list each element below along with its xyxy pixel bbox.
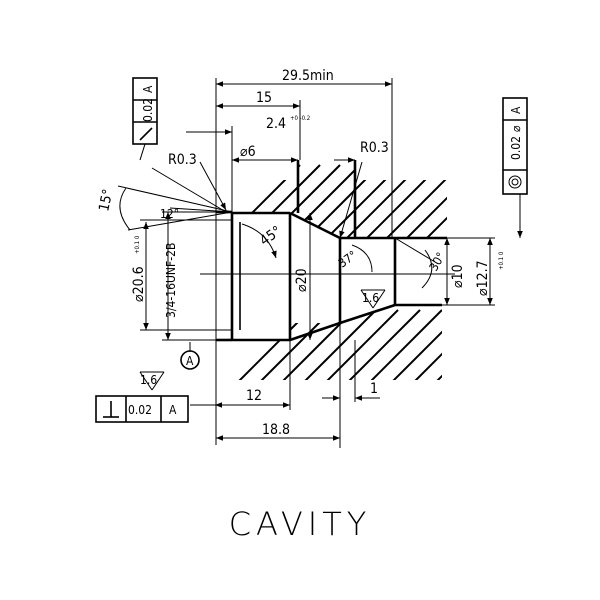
dim-dia-12-7-tolerance: +0.1 0 xyxy=(498,251,505,270)
dim-18-8: 18.8 xyxy=(262,422,290,438)
concentricity-icon xyxy=(508,175,522,189)
dim-angle-30: 30° xyxy=(426,250,448,274)
dim-dia-12-7: ⌀12.7 xyxy=(475,260,491,296)
drawing-caption: CAVITY xyxy=(228,505,372,543)
dim-dia-20-6-tolerance: +0.1 0 xyxy=(134,235,141,254)
dim-overall-length: 29.5min xyxy=(282,68,334,84)
tolerance-right-symbol: ⌀ xyxy=(509,126,523,133)
dim-angle-12: 12° xyxy=(160,207,179,221)
tolerance-top-left-symbol xyxy=(139,127,153,141)
dim-15: 15 xyxy=(256,90,272,106)
dim-dia-10: ⌀10 xyxy=(450,264,466,288)
surface-finish-top: 1.6 xyxy=(362,291,379,305)
tolerance-top-left-datum: A xyxy=(141,85,155,93)
surface-finish-bottom: 1.6 xyxy=(140,373,157,387)
tolerance-frame-top-left: A 0.02 xyxy=(132,77,158,161)
tolerance-bottom-value: 0.02 xyxy=(128,403,152,417)
dim-12: 12 xyxy=(246,388,262,404)
datum-a-label: A xyxy=(186,354,194,368)
tolerance-top-left-value: 0.02 xyxy=(141,98,155,122)
dim-dia-20: ⌀20 xyxy=(294,268,310,292)
section-hatching xyxy=(232,164,447,380)
dim-dia-20-6: ⌀20.6 xyxy=(131,266,147,302)
dim-angle-45: 45° xyxy=(257,223,284,249)
dim-radius-left: R0.3 xyxy=(168,152,197,168)
datum-a-marker: A xyxy=(180,350,200,370)
dim-radius-right: R0.3 xyxy=(360,140,389,156)
dimension-lines xyxy=(117,78,523,448)
dim-1: 1 xyxy=(370,381,378,397)
tolerance-bottom-datum: A xyxy=(169,403,177,417)
dim-thread: 3/4-16UNF-2B xyxy=(164,243,178,318)
tolerance-right-datum: A xyxy=(509,106,523,114)
dim-dia-6: ⌀6 xyxy=(240,144,256,160)
dim-2-4-tolerance: +0 -0.2 xyxy=(290,115,310,122)
tolerance-right-value: 0.02 xyxy=(509,136,523,160)
dim-angle-15: 15° xyxy=(96,188,116,213)
tolerance-frame-right: A 0.02 ⌀ xyxy=(502,97,528,195)
dim-2-4: 2.4 xyxy=(266,116,286,132)
tolerance-frame-bottom: 0.02 A xyxy=(95,395,189,423)
